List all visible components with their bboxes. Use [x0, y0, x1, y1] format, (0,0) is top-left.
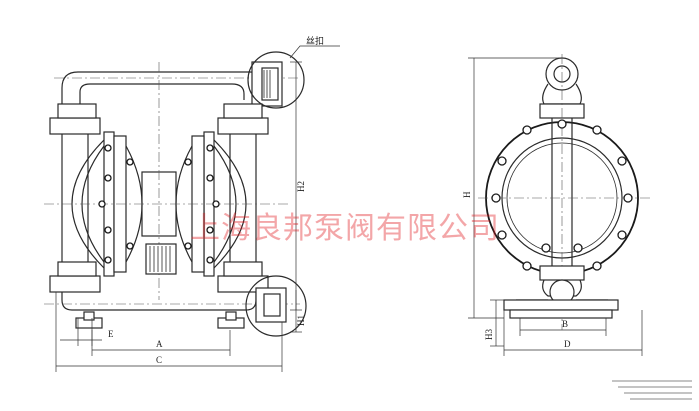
dim-h1-label: H1 — [296, 315, 306, 326]
dim-h2-label: H2 — [296, 181, 306, 192]
dim-h-label: H — [462, 191, 472, 198]
dim-c-label: C — [156, 355, 162, 365]
company-watermark: 上海良邦泵阀有限公司 — [190, 211, 500, 246]
dim-h3-label: H3 — [484, 329, 494, 340]
dim-e-label: E — [108, 329, 114, 339]
front-view — [44, 45, 340, 372]
thread-callout-label: 丝扣 — [306, 35, 324, 47]
side-view — [468, 54, 650, 356]
dim-b-label: B — [562, 319, 568, 329]
dim-d-label: D — [564, 339, 571, 349]
corner-logo — [612, 380, 692, 400]
dim-a-label: A — [156, 339, 163, 349]
